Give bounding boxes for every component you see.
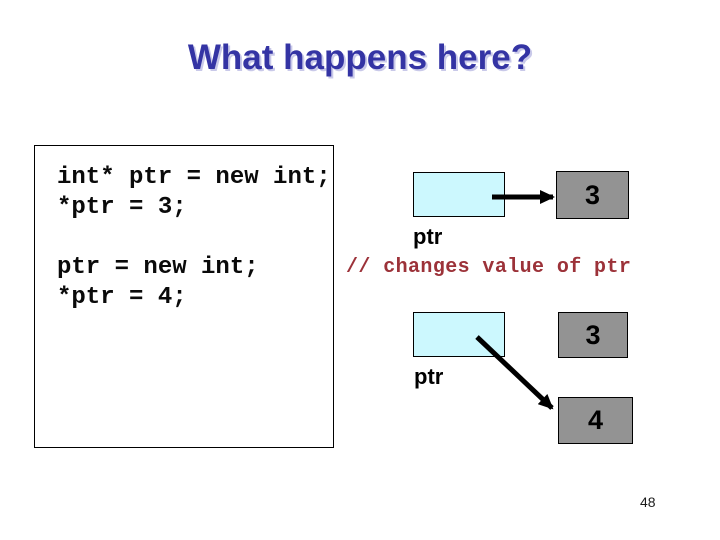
code-line-1: int* ptr = new int; bbox=[57, 164, 331, 191]
pointer-box-second bbox=[413, 312, 505, 357]
code-line-4: *ptr = 4; bbox=[57, 284, 187, 311]
code-box: int* ptr = new int; *ptr = 3; ptr = new … bbox=[34, 145, 334, 448]
code-group-allocate-3: int* ptr = new int; *ptr = 3; bbox=[57, 163, 331, 223]
pointer-label-second: ptr bbox=[414, 364, 444, 389]
value-box-4-second: 4 bbox=[558, 397, 633, 444]
code-line-2: *ptr = 3; bbox=[57, 194, 187, 221]
value-box-3-first: 3 bbox=[556, 171, 629, 219]
pointer-label-first: ptr bbox=[413, 224, 443, 249]
code-line-3: ptr = new int; bbox=[57, 254, 259, 281]
code-group-allocate-4: ptr = new int; *ptr = 4; bbox=[57, 253, 259, 313]
page-number: 48 bbox=[640, 494, 656, 510]
pointer-box-first bbox=[413, 172, 505, 217]
code-comment: // changes value of ptr bbox=[346, 256, 632, 279]
slide-title: What happens here? bbox=[187, 38, 533, 77]
value-box-3-second: 3 bbox=[558, 312, 628, 358]
